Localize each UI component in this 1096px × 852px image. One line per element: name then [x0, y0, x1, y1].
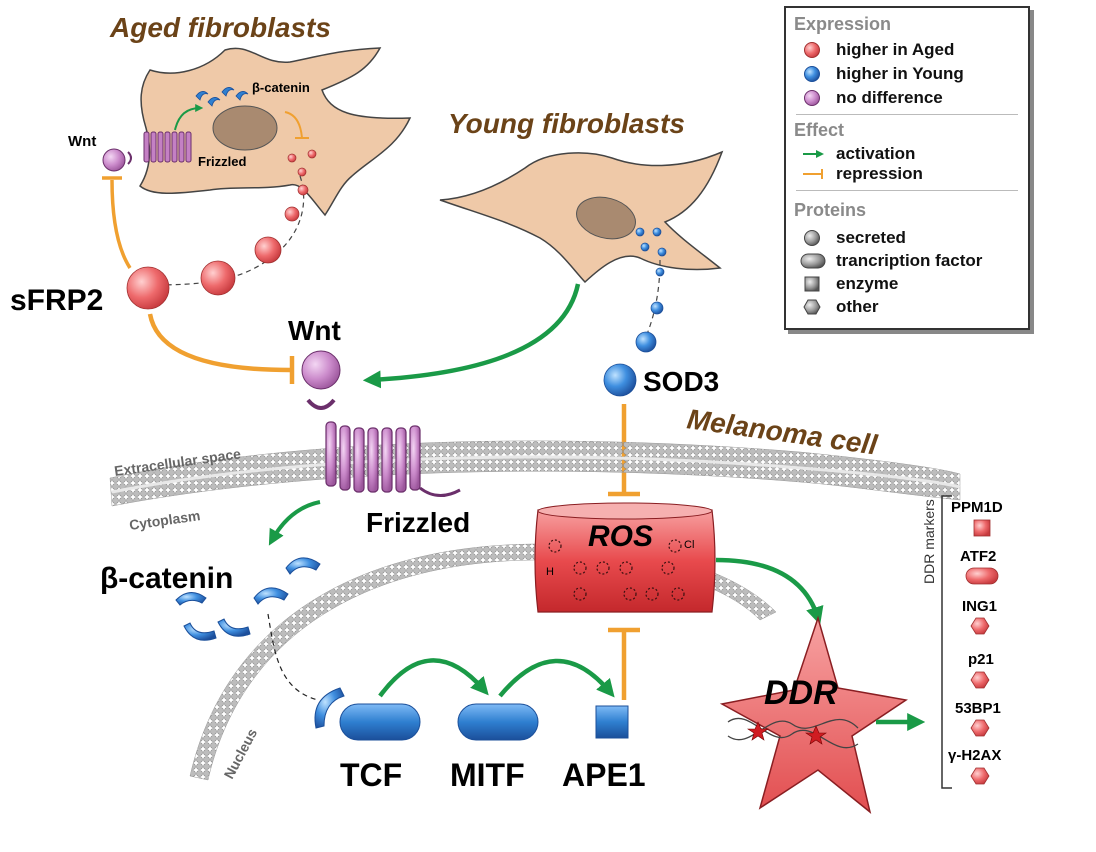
legend-label: higher in Young — [836, 64, 964, 83]
beta-catenin-nuclear-path — [267, 613, 319, 701]
ddr-marker-label-3: ING1 — [962, 598, 997, 615]
ros-cl-label: Cl — [684, 539, 694, 551]
frizzled-receptor — [325, 421, 421, 493]
p21-other-icon — [970, 671, 990, 689]
ros-label: ROS — [588, 520, 653, 553]
wnt-ligand — [301, 350, 341, 390]
beta-catenin-proteins — [175, 557, 321, 641]
dna-damage-star-icon-2 — [805, 725, 827, 745]
dna-helix-icon — [727, 717, 859, 749]
sfrp2-protein — [126, 266, 170, 310]
h2ax-other-icon — [970, 767, 990, 785]
frizzled-activate-beta-catenin — [268, 500, 321, 546]
sfrp2-repress-aged-wnt — [110, 179, 132, 269]
nuclear-membrane — [189, 543, 777, 781]
plasma-membrane — [109, 440, 961, 507]
legend-label: repression — [836, 164, 923, 183]
aged-fibroblasts-title: Aged fibroblasts — [109, 12, 331, 43]
legend-divider — [796, 190, 1018, 191]
beta-catenin-label: β-catenin — [100, 562, 233, 595]
ing1-other-icon — [970, 617, 990, 635]
aged-wnt-label: Wnt — [68, 133, 96, 150]
aged-activation-arrow — [174, 104, 204, 131]
legend-item-repression: repression — [800, 164, 923, 184]
ppm1d-enzyme-icon — [973, 519, 991, 537]
aged-beta-catenin-label: β-catenin — [252, 80, 310, 95]
dna-damage-star-icon — [747, 721, 769, 741]
sod3-label: SOD3 — [643, 366, 719, 397]
mitf-transcription-factor — [457, 703, 539, 741]
ddr-markers-bracket — [941, 495, 952, 789]
ape1-enzyme — [595, 705, 629, 739]
ddr-marker-label-6: γ-H2AX — [948, 747, 1001, 764]
aged-nucleus — [212, 105, 278, 151]
ape1-label: APE1 — [562, 757, 646, 793]
ros-h-label: H — [546, 566, 554, 578]
legend-label: other — [836, 297, 879, 316]
young-nucleus — [576, 196, 636, 240]
tcf-label: TCF — [340, 757, 402, 793]
frizzled-label: Frizzled — [366, 507, 470, 538]
aged-frizzled-receptor — [143, 131, 192, 163]
aged-sfrp2-particles — [287, 149, 317, 177]
young-sod3-particles — [635, 227, 667, 257]
legend-item-transcription-factor: trancription factor — [800, 251, 982, 271]
legend-proteins-title: Proteins — [794, 200, 867, 220]
legend-item-other: other — [800, 297, 879, 317]
sod3-protein — [603, 363, 637, 397]
aged-frizzled-label: Frizzled — [198, 154, 246, 169]
legend-label: enzyme — [836, 274, 899, 293]
legend-label: no difference — [836, 88, 943, 107]
sfrp2-label: sFRP2 — [10, 284, 103, 317]
legend-item-no-difference: no difference — [800, 88, 943, 108]
legend-item-enzyme: enzyme — [800, 274, 898, 294]
legend-item-activation: activation — [800, 144, 915, 164]
ros-cluster: ROS H Cl — [534, 502, 716, 613]
legend-item-higher-aged: higher in Aged — [800, 40, 954, 60]
ddr-markers-title: DDR markers — [921, 499, 937, 584]
53bp1-other-icon — [970, 719, 990, 737]
sfrp2-repress-wnt — [147, 313, 291, 373]
legend-item-secreted: secreted — [800, 228, 906, 248]
atf2-tf-icon — [965, 567, 999, 585]
legend-expression-title: Expression — [794, 14, 892, 34]
legend-label: trancription factor — [836, 251, 983, 270]
ddr-marker-label-4: p21 — [968, 651, 994, 668]
tcf-transcription-factor — [339, 703, 421, 741]
legend-label: secreted — [836, 228, 906, 247]
legend-divider — [796, 114, 1018, 115]
ros-activate-ddr — [715, 557, 824, 625]
wnt-label: Wnt — [288, 315, 341, 346]
tcf-activate-mitf — [378, 658, 489, 698]
legend-effect-title: Effect — [794, 120, 845, 140]
mitf-activate-ape1 — [498, 658, 615, 698]
ddr-label: DDR — [764, 674, 838, 712]
aged-beta-catenin-icons — [195, 87, 249, 107]
ddr-star — [719, 615, 908, 814]
ddr-marker-label-5: 53BP1 — [955, 700, 1001, 717]
young-activate-wnt — [362, 283, 581, 389]
legend: Expression higher in Aged higher in Youn… — [784, 6, 1030, 330]
aged-wnt-ligand — [102, 148, 126, 172]
ddr-marker-label-1: PPM1D — [951, 499, 1003, 516]
legend-label: higher in Aged — [836, 40, 955, 59]
ddr-marker-label-2: ATF2 — [960, 548, 996, 565]
nucleus-label: Nucleus — [221, 726, 261, 782]
legend-item-higher-young: higher in Young — [800, 64, 964, 84]
young-fibroblasts-title: Young fibroblasts — [448, 108, 685, 139]
mitf-label: MITF — [450, 757, 525, 793]
tcf-bound-beta-catenin — [314, 687, 345, 729]
legend-label: activation — [836, 144, 916, 163]
aged-repression-arrow — [284, 111, 303, 139]
cytoplasm-label: Cytoplasm — [128, 507, 201, 533]
